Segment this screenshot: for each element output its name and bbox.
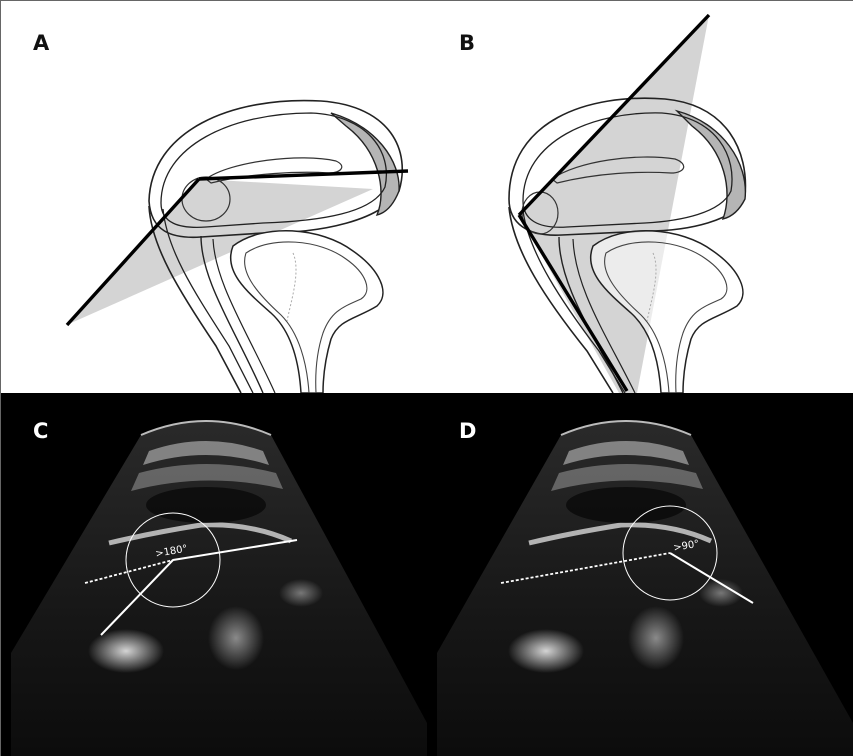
panel-b-label: B [459,33,475,54]
panel-c-bright-area-center [208,606,264,670]
panel-a-illustration [1,1,427,393]
panel-d-bright-area-left [508,629,584,673]
panel-c-ultrasound-image: >180° [1,393,427,756]
panel-c-dark-region [146,487,266,523]
panel-a-diagram: A [1,1,427,393]
panel-c-ultrasound: >180° C [1,393,427,756]
panel-b-illustration [427,1,853,393]
panel-c-bright-area-right [279,579,323,607]
panel-b-diagram: B [427,1,853,393]
panel-d-ultrasound-image: >90° [427,393,853,756]
panel-a-lower-organ [231,231,383,393]
panel-d-label: D [459,421,476,442]
panel-d-bright-area-center [628,606,684,670]
panel-d-dark-region [566,487,686,523]
panel-d-ultrasound: >90° D [427,393,853,756]
panel-c-bright-area-left [88,629,164,673]
panel-a-label: A [33,33,49,54]
panel-c-label: C [33,421,48,442]
